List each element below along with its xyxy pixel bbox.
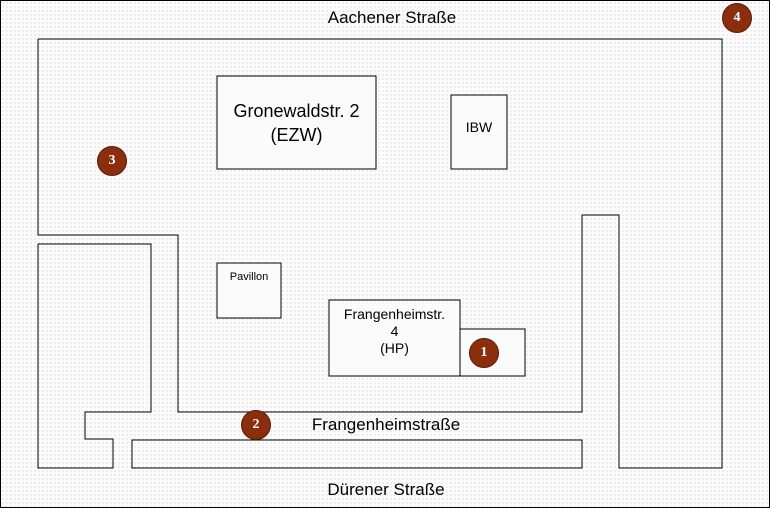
south-strip-outline: [131, 439, 583, 469]
building-pavillon-label: Pavillon: [229, 271, 269, 283]
building-ezw-line2: (EZW): [270, 124, 323, 145]
building-hp-line1: Frangenheimstr.: [343, 305, 446, 322]
building-hp-line3: (HP): [380, 339, 409, 356]
building-pavillon[interactable]: Pavillon: [217, 263, 281, 291]
building-ibw-label: IBW: [465, 119, 493, 135]
building-ezw[interactable]: Gronewaldstr. 2 (EZW): [217, 76, 376, 169]
building-hp-outline: [328, 299, 461, 377]
street-label-south: Dürener Straße: [327, 480, 445, 499]
street-label-inner: Frangenheimstraße: [311, 415, 461, 434]
building-hp-line2: 4: [390, 322, 399, 339]
building-ibw-outline: [450, 94, 508, 170]
location-marker-4[interactable]: 4: [722, 3, 752, 33]
location-marker-2[interactable]: 2: [241, 410, 271, 440]
location-marker-1[interactable]: 1: [469, 338, 499, 368]
building-ezw-line1: Gronewaldstr. 2: [233, 100, 360, 121]
campus-outline: [37, 38, 723, 469]
west-building-outline: [37, 243, 152, 469]
building-ezw-outline: [216, 75, 377, 170]
location-marker-3[interactable]: 3: [97, 146, 127, 176]
building-pavillon-outline: [216, 262, 282, 319]
building-hp[interactable]: Frangenheimstr. 4 (HP): [329, 303, 460, 359]
street-label-north: Aachener Straße: [327, 8, 457, 27]
building-ibw[interactable]: IBW: [451, 105, 507, 155]
